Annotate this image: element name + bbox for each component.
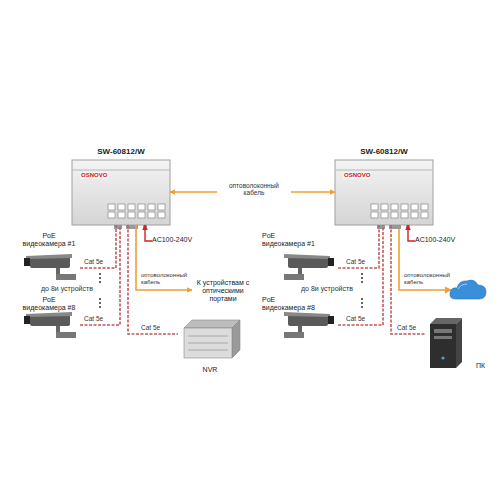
target-label: К устройствам с оптическими портами	[192, 279, 254, 303]
camera-icon	[24, 254, 76, 280]
enclosure	[72, 160, 170, 225]
cable-connector	[80, 225, 120, 325]
enclosure-lid	[72, 170, 170, 171]
cable-connector	[136, 225, 192, 290]
camera-label: PoE видеокамера #8	[262, 296, 318, 312]
node-nvr: NVR	[178, 318, 242, 374]
ellipsis-dot	[361, 273, 363, 275]
note-label: до 8и устройств	[300, 285, 354, 293]
cable-label: Cat 5e	[83, 315, 104, 322]
ellipsis-dot	[99, 306, 101, 308]
nvr-top	[184, 320, 240, 328]
cable-connector	[338, 225, 383, 325]
device-title: SW-60812/W	[52, 147, 190, 156]
cable-label: Cat 5e	[345, 315, 366, 322]
brand-logo: OSNOVO	[80, 172, 108, 179]
ellipsis-dot	[361, 298, 363, 300]
power-label: AC100-240V	[152, 236, 192, 244]
pc-drive	[434, 329, 452, 333]
node-camR: PoE видеокамера #8	[262, 296, 338, 338]
device-title: SW-60812/W	[315, 147, 453, 156]
nvr-bay	[188, 336, 228, 337]
node-sw: SW-60812/WOSNOVO	[72, 160, 170, 225]
power-label: AC100-240V	[415, 236, 455, 244]
ellipsis-dot	[99, 302, 101, 304]
cable-label: оптоволоконный кабель	[140, 272, 192, 286]
pc-side	[456, 318, 462, 368]
cable-connector	[80, 225, 116, 268]
enclosure	[335, 160, 433, 225]
cable-label: Cat 5e	[140, 324, 161, 331]
ellipsis-dot	[361, 306, 363, 308]
port-row	[108, 204, 165, 210]
enclosure-lid	[335, 170, 433, 171]
node-camL: PoE видеокамера #8	[18, 296, 80, 338]
note-label: оптоволоконный кабель	[403, 272, 449, 286]
cable-label: Cat 5e	[396, 324, 417, 331]
nvr-bay	[188, 343, 228, 344]
brand-logo: OSNOVO	[343, 172, 371, 179]
ellipsis-dot	[361, 302, 363, 304]
camera-label: PoE видеокамера #8	[21, 296, 77, 312]
nvr-side	[232, 320, 240, 358]
ellipsis-dot	[99, 298, 101, 300]
camera-icon	[284, 312, 334, 338]
cable-connector	[145, 225, 152, 241]
internet-cloud	[450, 280, 486, 299]
pc-led	[441, 356, 444, 359]
nvr-label: NVR	[178, 366, 242, 374]
port-row	[371, 212, 428, 218]
ellipsis-dot	[361, 281, 363, 283]
ellipsis-dot	[99, 277, 101, 279]
port-row	[108, 212, 165, 218]
nvr-bay	[188, 350, 228, 351]
cloud-highlight	[458, 284, 467, 289]
cable-label: Cat 5e	[83, 258, 104, 265]
pc-label: ПК	[476, 362, 485, 370]
ellipsis-dot	[99, 273, 101, 275]
cable-connector	[338, 225, 379, 268]
ellipsis-dot	[361, 277, 363, 279]
node-ac: AC100-240V	[152, 236, 192, 244]
camera-icon	[284, 254, 334, 280]
camera-label: PoE видеокамера #1	[262, 232, 318, 248]
node-sw: SW-60812/WOSNOVO	[335, 160, 433, 225]
cable-connector	[408, 225, 415, 241]
camera-label: PoE видеокамера #1	[21, 232, 77, 248]
node-pc: ПК	[425, 318, 485, 372]
cable-label: Cat 5e	[345, 258, 366, 265]
pc-front	[430, 324, 456, 368]
node-txt: К устройствам с оптическими портами	[192, 279, 254, 303]
cable-label: оптоволоконный кабель	[217, 182, 291, 196]
node-camL: PoE видеокамера #1	[18, 232, 80, 278]
camera-icon	[24, 312, 76, 338]
node-ac: AC100-240V	[415, 236, 455, 244]
note-label: до 8и устройств	[40, 285, 94, 293]
pc-drive	[434, 336, 452, 339]
ellipsis-dot	[99, 281, 101, 283]
nvr-front	[184, 328, 232, 358]
port-row	[371, 204, 428, 210]
node-camR: PoE видеокамера #1	[262, 232, 338, 278]
